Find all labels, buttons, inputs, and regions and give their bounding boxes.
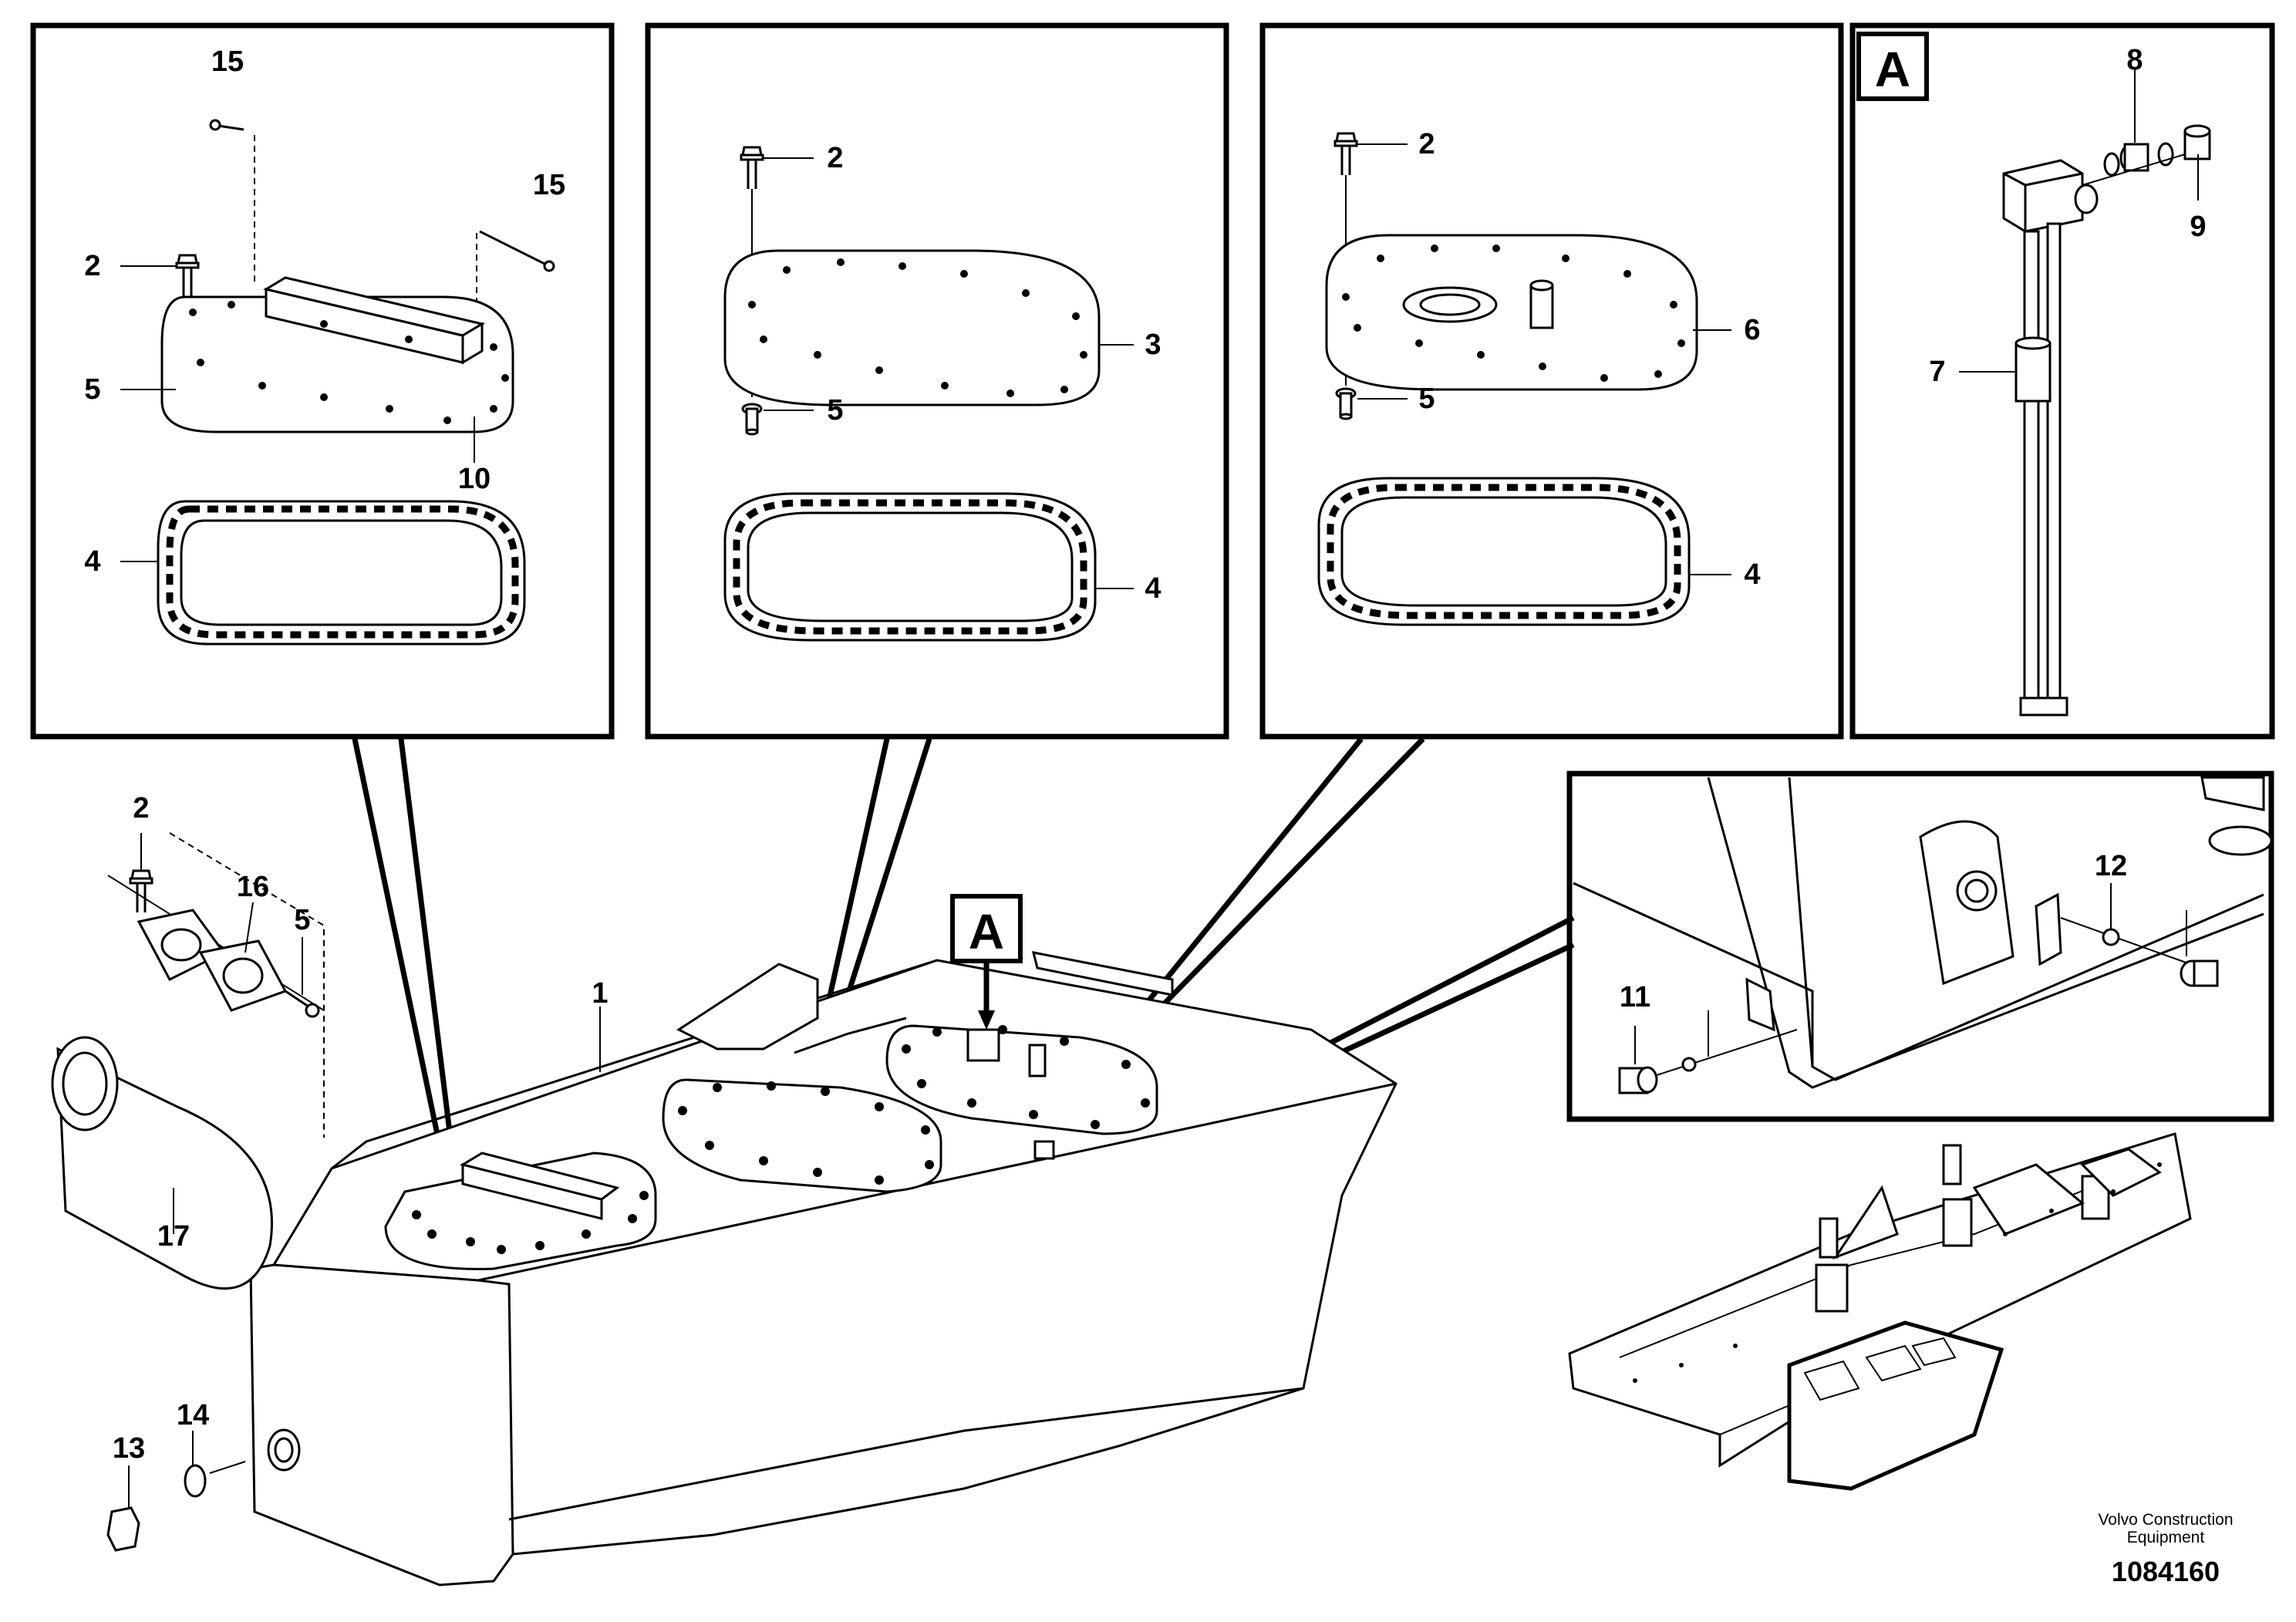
callout-label: 2 xyxy=(1418,128,1435,160)
callout-label: 4 xyxy=(84,545,100,578)
detail-marker: A xyxy=(969,904,1004,959)
callout-label: 15 xyxy=(211,46,244,78)
gasket-icon xyxy=(1317,477,1691,626)
washer-icon xyxy=(1335,387,1357,420)
washer-icon xyxy=(741,403,763,436)
detail-tag: A xyxy=(1875,42,1910,97)
bolt-icon xyxy=(209,119,255,282)
panel-5-frame xyxy=(1566,771,2274,1122)
panel-sensor-cover: 2 6 5 4 xyxy=(1259,22,1844,740)
cover-plate-icon xyxy=(1325,234,1698,391)
panel-cover-with-bracket: 15 15 2 5 10 4 xyxy=(30,22,615,740)
callout-label: 10 xyxy=(458,463,491,495)
drain-plug-icon xyxy=(1618,1066,1658,1094)
machine-frame-locator xyxy=(1568,1132,2192,1491)
cover-plate-icon xyxy=(160,276,514,433)
cover-plate-icon xyxy=(723,249,1101,406)
callout-label: 9 xyxy=(2190,211,2206,243)
fuel-tank-assembly: A 2 16 5 1 17 13 14 xyxy=(51,792,1397,1587)
callout-label: 2 xyxy=(827,142,843,174)
filler-tube xyxy=(51,1036,273,1290)
drain-plug-icon xyxy=(106,1506,140,1552)
callout-label: 16 xyxy=(237,871,269,903)
gasket-icon xyxy=(157,500,526,646)
callout-label: 5 xyxy=(294,904,310,936)
callout-label: 7 xyxy=(1929,356,1945,388)
callout-label: 4 xyxy=(1744,558,1760,591)
callout-label: 3 xyxy=(1145,329,1161,361)
credit-line-2: Equipment xyxy=(2127,1529,2205,1546)
gasket-icon xyxy=(723,492,1097,642)
level-sensor-icon xyxy=(2002,124,2211,717)
callout-label: 5 xyxy=(84,373,100,406)
callout-label: 5 xyxy=(827,394,843,427)
washer-icon xyxy=(184,1464,207,1498)
panel-detail-a: A 8 9 7 xyxy=(1849,22,2275,740)
callout-label: 4 xyxy=(1145,572,1161,605)
callout-label: 17 xyxy=(157,1220,190,1253)
callout-label: 5 xyxy=(1418,383,1435,415)
callout-label: 1 xyxy=(592,977,608,1010)
callout-label: 12 xyxy=(2095,850,2127,882)
flange-icon xyxy=(137,909,288,1012)
callout-label: 14 xyxy=(177,1399,209,1431)
panel-plain-cover: 2 3 5 4 xyxy=(645,22,1229,740)
callout-label: 2 xyxy=(84,250,100,282)
panel-drain-detail: 12 11 xyxy=(1566,771,2274,1122)
callout-label: 2 xyxy=(133,792,149,824)
callout-label: 15 xyxy=(533,169,565,201)
cover-plate-icon xyxy=(662,1078,942,1193)
credit-line-1: Volvo Construction xyxy=(2098,1511,2233,1529)
cover-plate-icon xyxy=(384,1152,657,1270)
bolt-icon xyxy=(285,990,320,1018)
cover-plate-icon xyxy=(885,1024,1158,1135)
document-number: 1084160 xyxy=(2112,1556,2220,1587)
drain-plug-icon xyxy=(2180,910,2219,987)
callout-label: 8 xyxy=(2126,44,2143,76)
callout-label: 6 xyxy=(1744,314,1760,346)
callout-label: 11 xyxy=(1620,981,1650,1013)
callout-label: 13 xyxy=(113,1432,145,1465)
